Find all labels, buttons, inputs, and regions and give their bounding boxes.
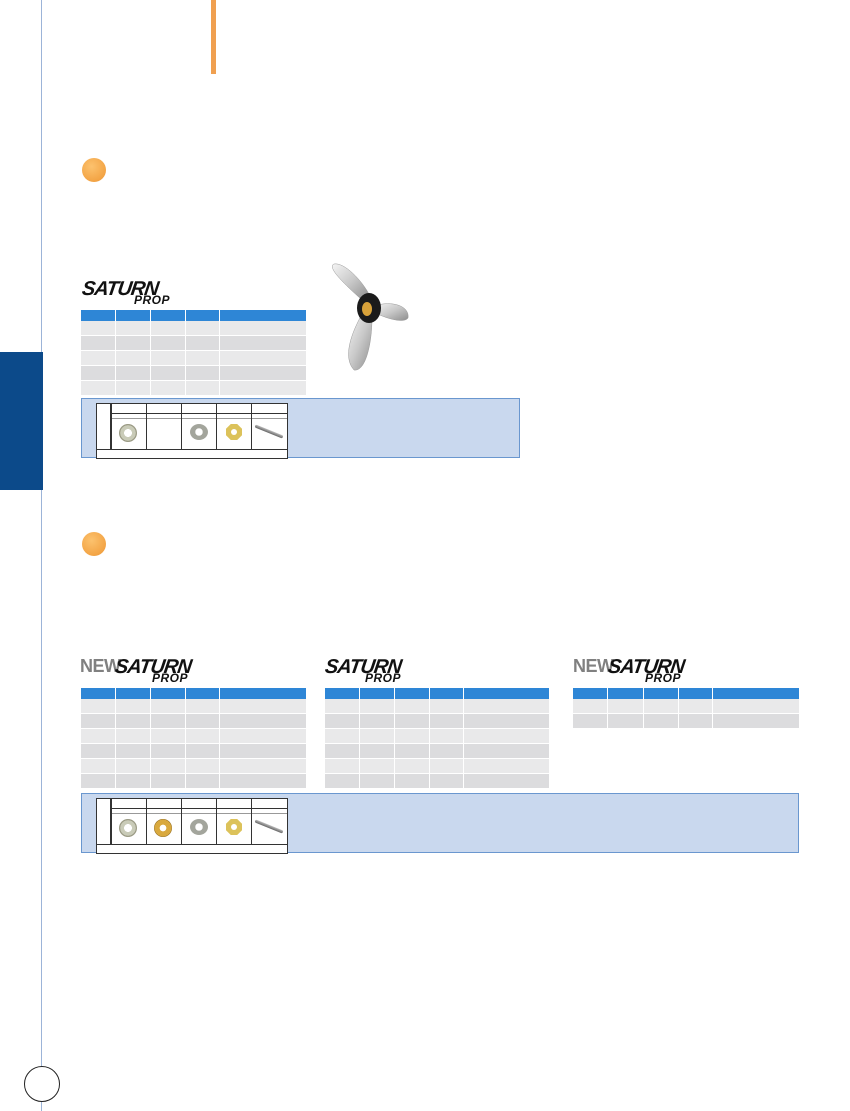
- kit-cell: [181, 799, 216, 844]
- kit-cell: [146, 404, 181, 449]
- logo-new-text: NEW: [573, 656, 614, 676]
- table-header-row: [325, 688, 550, 699]
- page-margin-line: [41, 0, 42, 1111]
- table-row[interactable]: [81, 743, 307, 759]
- spec-table-2c: [573, 688, 800, 729]
- logo-prop-text: PROP: [365, 671, 402, 685]
- kit-cell: [216, 404, 251, 449]
- table-row[interactable]: [81, 365, 307, 381]
- table-row[interactable]: [325, 758, 550, 774]
- spec-table-2b: [325, 688, 550, 789]
- saturn-prop-logo: SATURN PROP: [324, 656, 415, 686]
- logo-prop-text: PROP: [645, 671, 682, 685]
- hardware-kit-panel-1: [81, 398, 520, 459]
- kit-header-row: [111, 404, 287, 414]
- table-row[interactable]: [81, 699, 307, 714]
- kit-row-label-cell: [97, 404, 111, 449]
- section-side-tab[interactable]: [0, 352, 43, 490]
- page-number-circle: [24, 1066, 60, 1102]
- table-row[interactable]: [81, 335, 307, 351]
- kit-cell: [146, 799, 181, 844]
- spacer-ring-icon: [119, 819, 137, 837]
- table-row[interactable]: [325, 713, 550, 729]
- table-row[interactable]: [81, 380, 307, 396]
- table-row[interactable]: [81, 758, 307, 774]
- kit-header-row: [111, 799, 287, 809]
- table-header-row: [573, 688, 800, 699]
- saturn-prop-logo: SATURN PROP: [81, 278, 172, 308]
- kit-cell: [251, 799, 286, 844]
- kit-cell: [216, 799, 251, 844]
- kit-cell: [111, 404, 146, 449]
- table-row[interactable]: [325, 728, 550, 744]
- table-row[interactable]: [81, 713, 307, 729]
- table-row[interactable]: [573, 699, 800, 714]
- table-row[interactable]: [81, 350, 307, 366]
- logo-prop-text: PROP: [152, 671, 189, 685]
- table-header-row: [81, 688, 307, 699]
- table-row[interactable]: [325, 773, 550, 789]
- kit-subheader-row: [111, 809, 287, 814]
- new-saturn-prop-logo: NEW SATURN PROP: [80, 656, 192, 686]
- hardware-kit-panel-2: [81, 793, 799, 854]
- hardware-kit-table: [96, 798, 288, 854]
- new-saturn-prop-logo: NEW SATURN PROP: [573, 656, 685, 686]
- spacer-ring-icon: [119, 424, 137, 442]
- table-header-row: [81, 310, 307, 321]
- kit-cell: [251, 404, 286, 449]
- table-row[interactable]: [325, 699, 550, 714]
- table-row[interactable]: [325, 743, 550, 759]
- kit-subheader-row: [111, 414, 287, 419]
- spec-table-1: [81, 310, 307, 396]
- castle-nut-icon: [226, 424, 242, 440]
- table-row[interactable]: [573, 713, 800, 729]
- propeller-image: [332, 263, 409, 371]
- washer-icon: [190, 424, 208, 440]
- spec-table-2a: [81, 688, 307, 789]
- thrust-washer-icon: [154, 819, 172, 837]
- kit-row-label-cell: [97, 799, 111, 844]
- logo-prop-text: PROP: [134, 293, 171, 307]
- castle-nut-icon: [226, 819, 242, 835]
- section-2-bullet: [82, 532, 106, 556]
- header-accent-bar: [211, 0, 216, 74]
- table-row[interactable]: [81, 321, 307, 336]
- kit-cell: [181, 404, 216, 449]
- table-row[interactable]: [81, 728, 307, 744]
- logo-new-text: NEW: [80, 656, 121, 676]
- washer-icon: [190, 819, 208, 835]
- section-1-bullet: [82, 158, 106, 182]
- table-row[interactable]: [81, 773, 307, 789]
- kit-footer-line: [97, 449, 287, 450]
- kit-footer-line: [97, 844, 287, 845]
- hardware-kit-table: [96, 403, 288, 459]
- kit-cell: [111, 799, 146, 844]
